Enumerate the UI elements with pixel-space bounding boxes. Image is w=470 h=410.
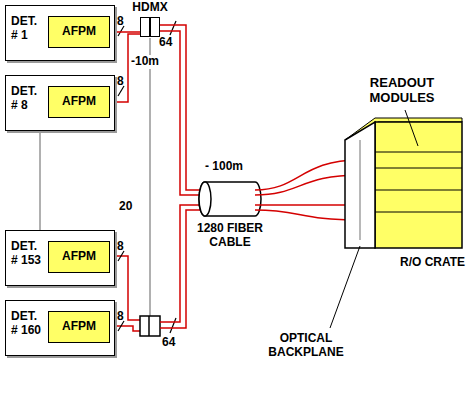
detector-box: DET. # 160 AFPM	[5, 300, 115, 356]
afpm-box: AFPM	[48, 16, 110, 48]
leader-line	[405, 110, 418, 146]
annotation-label: 8	[117, 310, 127, 324]
detector-box: DET. # 153 AFPM	[5, 230, 115, 286]
module-line	[375, 152, 462, 153]
afpm-box: AFPM	[48, 86, 110, 118]
module-line	[375, 168, 462, 169]
annotation-label: - 100m	[205, 160, 255, 174]
hdmx-unit: HDMX	[125, 1, 175, 38]
box-label: AFPM	[62, 250, 96, 264]
readout-modules	[375, 122, 462, 248]
part-label: READOUT MODULES	[352, 76, 452, 106]
bundle-slash	[170, 318, 176, 333]
hdmx-divider	[148, 316, 150, 336]
annotation-label: 20	[119, 200, 137, 214]
backplane-line	[359, 140, 361, 240]
annotation-label: 8	[117, 75, 127, 89]
detector-link	[39, 131, 41, 230]
box-label: DET. # 8	[11, 85, 46, 113]
unit-label: HDMX	[125, 1, 175, 15]
box-label: DET. # 160	[11, 310, 46, 338]
optical-backplane	[345, 122, 375, 248]
leader-line	[330, 246, 360, 328]
fiber-line	[160, 25, 206, 190]
afpm-box: AFPM	[48, 311, 110, 343]
annotation-label: 8	[117, 15, 127, 29]
part-label: 1280 FIBER CABLE	[188, 222, 272, 250]
box-label: DET. # 153	[11, 240, 46, 268]
hdmx-link	[149, 38, 151, 316]
fiber-cable	[199, 182, 261, 216]
box-label: AFPM	[62, 320, 96, 334]
afpm-box: AFPM	[48, 241, 110, 273]
module-line	[375, 190, 462, 191]
annotation-label: 8	[117, 240, 127, 254]
module-line	[375, 212, 462, 213]
cable-end	[199, 182, 211, 216]
fiber-line	[160, 31, 206, 195]
box-label: AFPM	[62, 25, 96, 39]
detector-box: DET. # 8 AFPM	[5, 75, 115, 131]
part-label: OPTICAL BACKPLANE	[262, 332, 350, 360]
annotation-label: 64	[159, 36, 179, 50]
box-label: AFPM	[62, 95, 96, 109]
detector-box: DET. # 1 AFPM	[5, 5, 115, 61]
part-label: R/O CRATE	[400, 256, 456, 270]
bundle-slash	[170, 21, 176, 35]
hdmx-box	[140, 17, 160, 37]
hdmx-box	[140, 316, 160, 336]
annotation-label: 64	[162, 336, 182, 350]
box-label: DET. # 1	[11, 15, 46, 43]
annotation-label: -10m	[131, 55, 165, 69]
